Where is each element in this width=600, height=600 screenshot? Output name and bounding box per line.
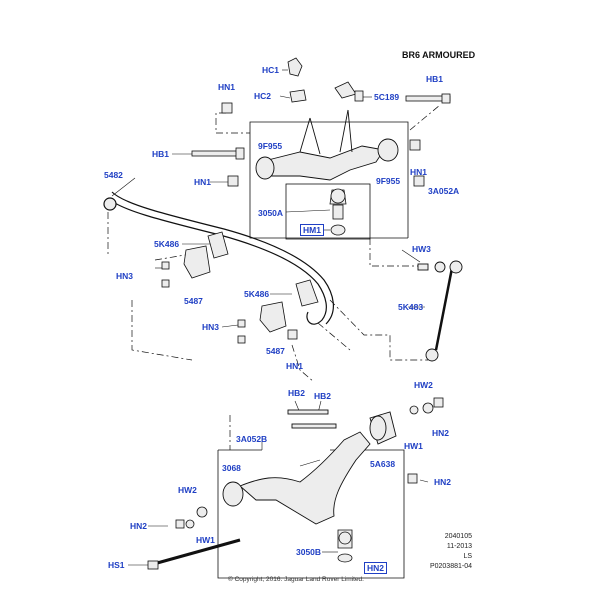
info-line-2: 11-2013 [446,543,472,550]
callout-hw2-left[interactable]: HW2 [178,485,197,495]
callout-hn2-right-top[interactable]: HN2 [432,428,450,438]
callout-hn3-a[interactable]: HN3 [116,271,134,281]
callout-hn1-right[interactable]: HN1 [410,167,428,177]
leader-lines [107,104,441,450]
callout-hc2[interactable]: HC2 [254,91,272,101]
callout-hn2-left[interactable]: HN2 [130,521,148,531]
drop-link [417,260,463,362]
lower-control-arm [222,409,397,525]
callout-5a638[interactable]: 5A638 [370,459,396,469]
callout-5487-b[interactable]: 5487 [266,346,285,356]
callout-3a052a[interactable]: 3A052A [428,186,460,196]
callout-hn1-mid[interactable]: HN1 [286,361,304,371]
callout-hb1-left[interactable]: HB1 [152,149,170,159]
callout-hw1-right[interactable]: HW1 [404,441,423,451]
upper-control-arm [255,109,399,181]
callout-5482[interactable]: 5482 [104,170,123,180]
callout-hn1-left[interactable]: HN1 [194,177,212,187]
diagram-info: 2040105 11-2013 LS P0203881-04 [430,532,472,572]
callout-hn2-bottom[interactable]: HN2 [364,562,388,574]
hn3-nuts [161,261,298,344]
copyright-notice: © Copyright, 2016. Jaguar Land Rover Lim… [228,576,364,583]
callout-9f955-left[interactable]: 9F955 [258,141,283,151]
lower-fasteners [147,397,444,570]
upper-ball-joint [285,183,371,240]
lower-arm-group-frame [217,449,405,579]
anti-roll-bar [103,191,334,325]
lower-ball-joint [337,529,353,563]
diagram-title: BR6 ARMOURED [402,50,476,60]
callout-hn1-top[interactable]: HN1 [218,82,236,92]
callout-hb1-top[interactable]: HB1 [426,74,444,84]
callout-hs1[interactable]: HS1 [108,560,125,570]
callout-leaders [111,69,429,566]
callout-5k486-a[interactable]: 5K486 [154,239,180,249]
callout-hb2-left[interactable]: HB2 [288,388,306,398]
callout-hm1[interactable]: HM1 [300,224,324,236]
callout-hn3-b[interactable]: HN3 [202,322,220,332]
info-line-1: 2040105 [444,533,472,540]
upper-brackets [287,57,364,103]
callout-hw3[interactable]: HW3 [412,244,431,254]
callout-3a052b[interactable]: 3A052B [236,434,268,444]
upper-arm-group-frame [249,121,409,239]
callout-hn2-right-mid[interactable]: HN2 [434,477,452,487]
callout-3050b[interactable]: 3050B [296,547,322,557]
stabilizer-bushings [183,231,319,333]
callout-3050a[interactable]: 3050A [258,208,284,218]
info-line-4: P0203881-04 [429,563,472,570]
callout-5c189[interactable]: 5C189 [374,92,400,102]
callout-hw1-left[interactable]: HW1 [196,535,215,545]
info-line-3: LS [463,553,472,560]
callout-5k483[interactable]: 5K483 [398,302,424,312]
callout-9f955-right[interactable]: 9F955 [376,176,401,186]
callout-3068[interactable]: 3068 [222,463,241,473]
callout-5487-a[interactable]: 5487 [184,296,203,306]
callout-5k486-b[interactable]: 5K486 [244,289,270,299]
upper-bolts [191,93,451,187]
callout-hw2-right[interactable]: HW2 [414,380,433,390]
callout-hb2-right[interactable]: HB2 [314,391,332,401]
callout-hc1[interactable]: HC1 [262,65,280,75]
